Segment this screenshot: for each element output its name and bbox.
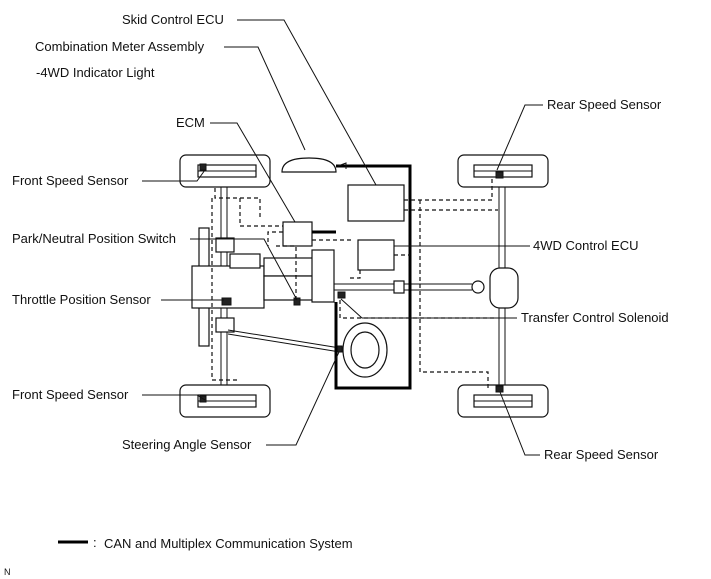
wheel-front-right (179, 384, 271, 418)
wheel-front-left (179, 154, 271, 188)
corner-mark: N (4, 567, 11, 577)
4wd-control-ecu-box (357, 239, 395, 271)
combination-meter (281, 157, 337, 173)
legend-text: CAN and Multiplex Communication System (104, 536, 353, 551)
wheel-rear-right (457, 384, 549, 418)
wheel-rear-left (457, 154, 549, 188)
leader-lines (142, 19, 543, 456)
engine-transmission (191, 249, 335, 309)
label-skid-control-ecu: Skid Control ECU (122, 12, 224, 27)
label-steering-angle-sensor: Steering Angle Sensor (122, 437, 252, 452)
steering-assembly (227, 322, 388, 378)
label-rear-speed-sensor-top: Rear Speed Sensor (547, 97, 662, 112)
label-park-neutral-switch: Park/Neutral Position Switch (12, 231, 176, 246)
label-throttle-position-sensor: Throttle Position Sensor (12, 292, 151, 307)
ecm-box (282, 221, 313, 247)
skid-control-ecu-box (347, 184, 405, 222)
legend: : CAN and Multiplex Communication System (58, 535, 353, 551)
label-front-speed-sensor-bottom: Front Speed Sensor (12, 387, 129, 402)
propeller-shaft (334, 280, 472, 299)
label-ecm: ECM (176, 115, 205, 130)
label-front-speed-sensor-top: Front Speed Sensor (12, 173, 129, 188)
label-combination-meter: Combination Meter Assembly (35, 39, 205, 54)
legend-separator: : (93, 535, 97, 550)
label-indicator-light: -4WD Indicator Light (36, 65, 155, 80)
label-4wd-control-ecu: 4WD Control ECU (533, 238, 638, 253)
rear-axle (471, 187, 519, 385)
label-rear-speed-sensor-bottom: Rear Speed Sensor (544, 447, 659, 462)
label-transfer-control-solenoid: Transfer Control Solenoid (521, 310, 669, 325)
